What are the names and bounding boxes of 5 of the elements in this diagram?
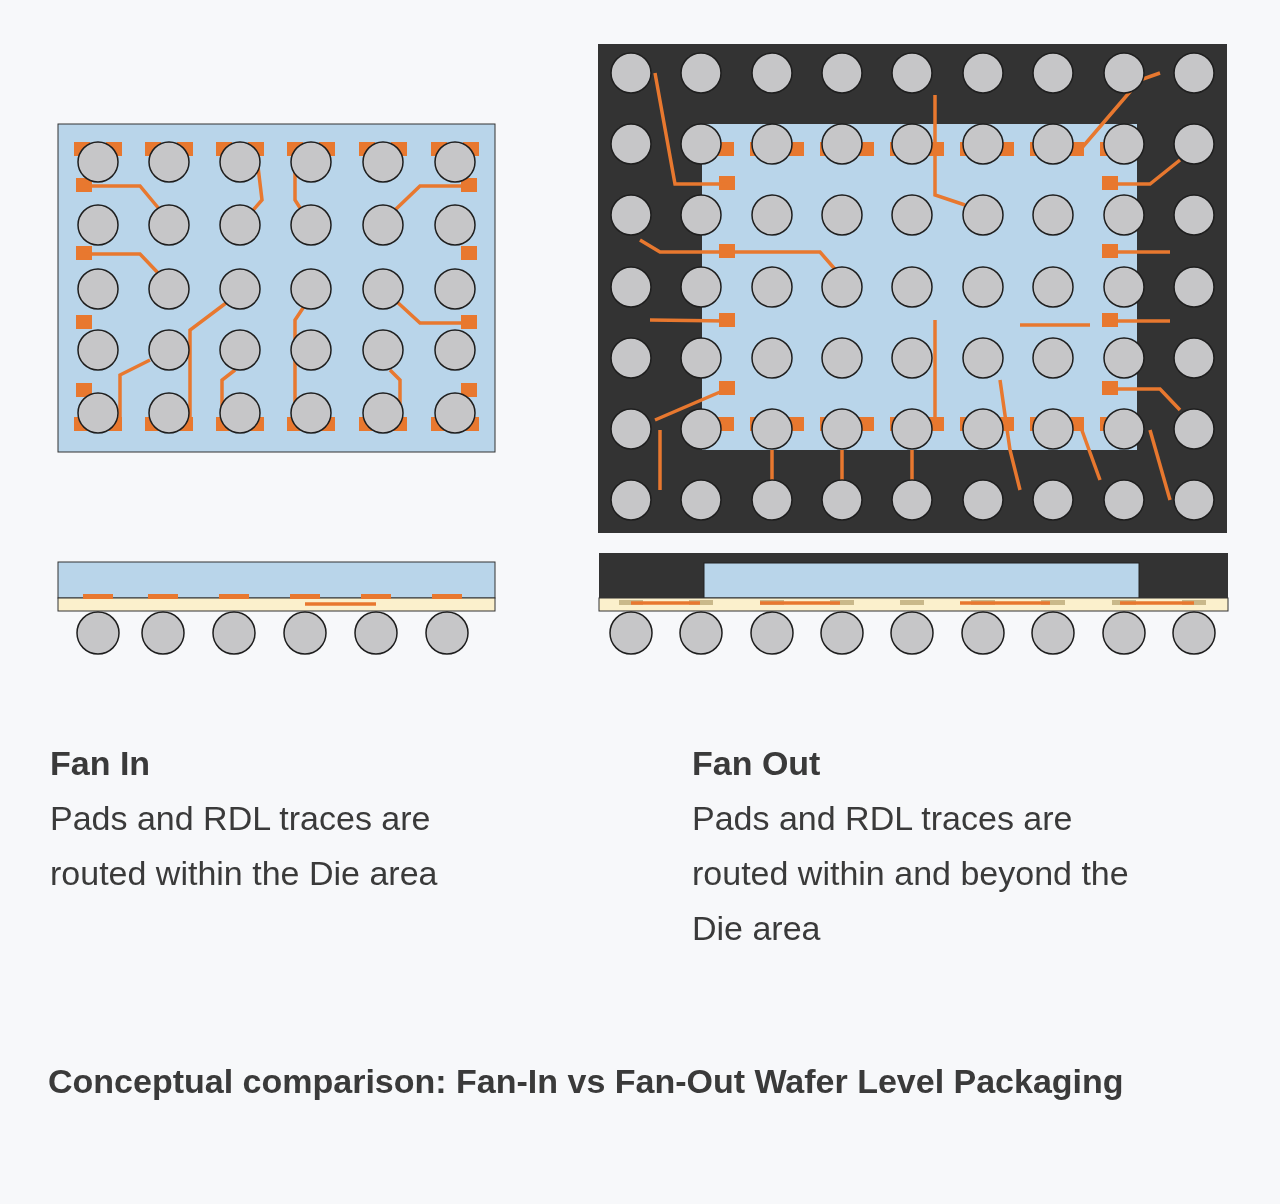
section-heading: Fan In bbox=[50, 743, 152, 784]
caption: Conceptual comparison: Fan-In vs Fan-Out Wafer Level Packaging bbox=[48, 1061, 1125, 1102]
description-text: Pads and RDL traces are routed within the Die area bbox=[50, 798, 439, 894]
description-text: Pads and RDL traces are routed within and beyond the Die area bbox=[692, 798, 1130, 949]
section-heading: Fan Out bbox=[692, 743, 822, 784]
